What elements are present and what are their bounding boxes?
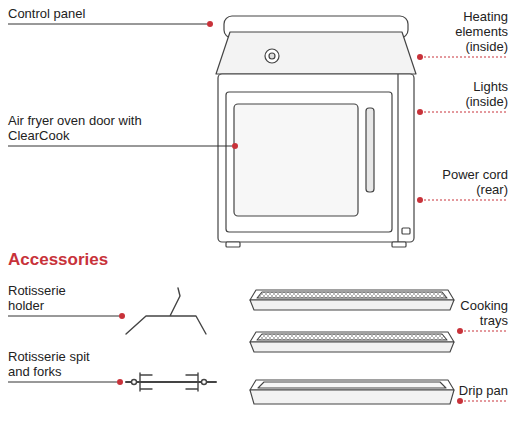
fork-screw: [132, 380, 137, 385]
oven-body: [218, 74, 414, 242]
accessory-label: Rotisserie holder: [8, 283, 84, 313]
leader-dot: [417, 109, 423, 115]
knob-center: [269, 53, 275, 59]
accessory-label: Rotisserie spit and forks: [8, 349, 108, 379]
leader-dot: [457, 328, 463, 334]
drip-pan: [250, 380, 454, 390]
leader-line: [8, 316, 119, 317]
drip-pan-rim: [250, 390, 454, 404]
leader-line: [420, 112, 508, 113]
leader-line: [460, 401, 508, 402]
leader-dot: [119, 313, 125, 319]
section-heading: Accessories: [8, 250, 208, 270]
leader-dot: [417, 197, 423, 203]
oven-foot: [392, 242, 406, 247]
leader-line: [8, 146, 232, 147]
leader-line: [420, 200, 508, 201]
cooking-tray: [250, 332, 454, 342]
part-label: Heating elements (inside): [428, 9, 508, 54]
leader-dot: [207, 21, 213, 27]
leader-dot: [417, 54, 423, 60]
rotisserie-fork: [140, 373, 152, 391]
leader-dot: [457, 398, 463, 404]
accessory-label: Drip pan: [458, 383, 508, 398]
part-label: Lights (inside): [428, 79, 508, 109]
rotisserie-holder: [126, 288, 206, 334]
leader-line: [460, 331, 508, 332]
tray-rim: [250, 342, 454, 352]
control-knob: [265, 49, 279, 63]
tray-mesh: [257, 292, 447, 298]
leader-dot: [232, 143, 238, 149]
part-label: Air fryer oven door with ClearCook: [8, 113, 148, 143]
oven-foot: [226, 242, 240, 247]
tray-rim: [250, 300, 454, 310]
leader-dot: [117, 379, 123, 385]
tray-mesh: [257, 334, 447, 340]
accessory-label: Cooking trays: [458, 298, 508, 328]
cooking-tray: [250, 290, 454, 300]
leader-line: [8, 382, 117, 383]
leader-line: [8, 24, 207, 25]
body-edge: [397, 74, 398, 242]
fork-screw: [202, 380, 207, 385]
control-panel: [216, 32, 416, 74]
door-window: [234, 104, 358, 216]
door-handle: [366, 108, 374, 192]
part-label: Control panel: [8, 6, 158, 21]
oven-door: [226, 92, 392, 232]
part-label: Power cord (rear): [428, 167, 508, 197]
drip-pan-inner: [258, 382, 446, 388]
rotisserie-fork: [186, 373, 198, 391]
oven-vent: [402, 228, 410, 234]
leader-line: [420, 57, 508, 58]
